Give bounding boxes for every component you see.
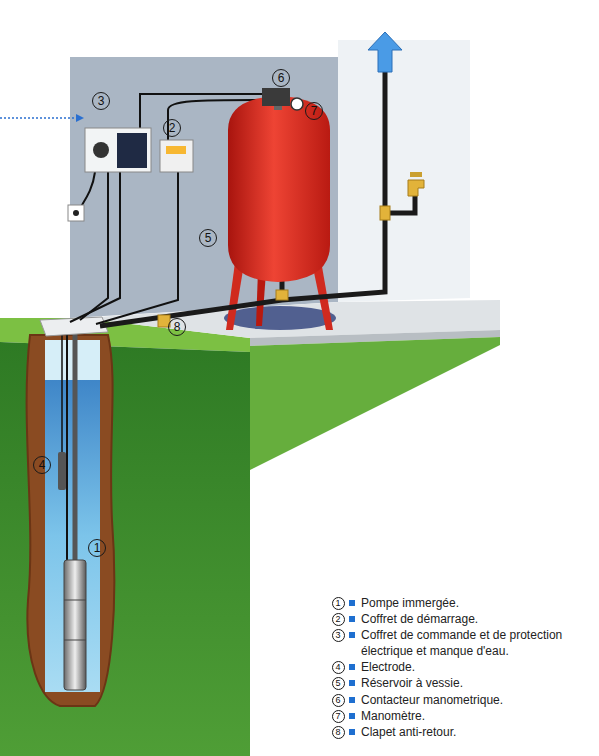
manometer	[291, 98, 303, 110]
control-panel	[117, 133, 147, 168]
tap-handle	[410, 172, 422, 177]
brass-fitting	[276, 290, 288, 300]
pump-joint	[64, 640, 86, 641]
callout-number: 1	[332, 597, 345, 610]
electrode	[58, 452, 66, 490]
riser-pipe	[73, 330, 78, 560]
bullet	[349, 729, 355, 735]
part-description: Contacteur manometrique.	[361, 692, 586, 708]
submersible-pump	[64, 560, 86, 690]
callout-number: 4	[332, 661, 345, 674]
part-description: Clapet anti-retour.	[361, 724, 586, 740]
electrode-cable	[70, 172, 120, 322]
callout-text: 1	[94, 542, 101, 554]
bullet	[349, 600, 355, 606]
callout-text: 3	[335, 631, 340, 640]
side-wall	[338, 40, 470, 302]
ground-side	[250, 337, 500, 470]
callout-text: 7	[311, 105, 318, 117]
callout-number: 1	[88, 539, 106, 557]
callout-text: 5	[205, 232, 212, 244]
starter-box	[160, 140, 193, 172]
callout-text: 2	[335, 615, 340, 624]
bullet	[349, 713, 355, 719]
callout-text: 8	[335, 728, 340, 737]
callout-number: 2	[163, 119, 181, 137]
callout-number: 6	[272, 69, 290, 87]
control-box	[85, 128, 151, 172]
part-description: Coffret de commande et de protection éle…	[361, 627, 586, 659]
electrode-cable	[61, 330, 63, 452]
part-description: Coffret de démarrage.	[361, 611, 586, 627]
pump-cable	[80, 172, 108, 320]
callout-number: 4	[33, 456, 51, 474]
callout-text: 7	[335, 712, 340, 721]
bladder-tank	[228, 96, 330, 282]
pump-joint	[64, 600, 86, 601]
bullet	[349, 680, 355, 686]
borehole	[27, 335, 115, 706]
callout-number: 3	[332, 629, 345, 642]
callout-number: 3	[92, 92, 110, 110]
callout-text: 4	[39, 459, 46, 471]
flow-arrow	[368, 32, 402, 72]
wall	[70, 57, 338, 318]
pump-cable	[96, 172, 178, 324]
callout-number: 8	[332, 726, 345, 739]
pointer-line	[0, 117, 76, 119]
bullet	[349, 664, 355, 670]
callout-text: 1	[335, 599, 340, 608]
part-description: Réservoir à vessie.	[361, 675, 586, 691]
callout-number: 5	[332, 677, 345, 690]
callout-text: 6	[335, 696, 340, 705]
pipe	[100, 66, 385, 326]
callout-number: 7	[332, 710, 345, 723]
wall-socket	[68, 205, 84, 221]
pressure-switch	[262, 88, 290, 106]
callout-number: 5	[199, 229, 217, 247]
bullet	[349, 616, 355, 622]
plug	[93, 142, 109, 158]
brass-fitting	[380, 206, 390, 220]
starter-display	[166, 146, 186, 154]
part-description: Pompe immergée.	[361, 595, 586, 611]
callout-text: 2	[169, 122, 176, 134]
part-description: Electrode.	[361, 659, 586, 675]
callout-text: 6	[278, 72, 285, 84]
callout-number: 7	[305, 102, 323, 120]
part-description: Manomètre.	[361, 708, 586, 724]
pump-cable	[66, 330, 68, 560]
bullet	[349, 632, 355, 638]
callout-number: 6	[332, 694, 345, 707]
callout-number: 2	[332, 613, 345, 626]
socket-hole	[73, 210, 79, 216]
callout-number: 8	[168, 318, 186, 336]
tap	[408, 180, 424, 196]
callout-text: 4	[335, 663, 340, 672]
callout-text: 8	[174, 321, 181, 333]
callout-text: 5	[335, 679, 340, 688]
callout-text: 3	[98, 95, 105, 107]
tank-shadow	[224, 306, 336, 330]
bullet	[349, 697, 355, 703]
pointer-head	[76, 114, 84, 122]
